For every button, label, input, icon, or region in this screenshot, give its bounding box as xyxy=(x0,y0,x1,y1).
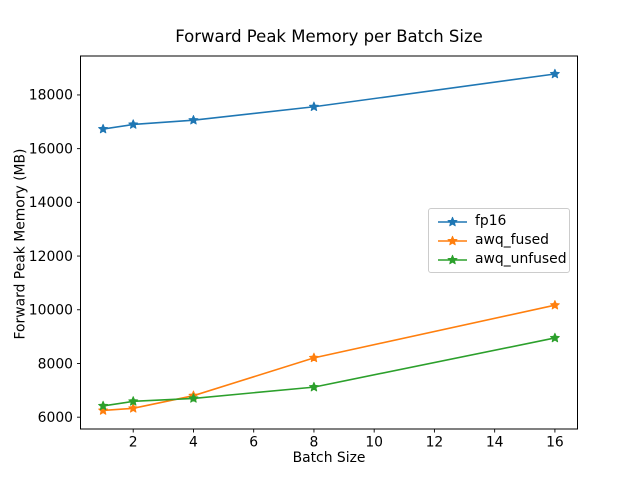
y-tick-label: 14000 xyxy=(29,195,73,211)
series-line-awq_fused xyxy=(102,304,556,412)
marker-star-awq_unfused-batch-16 xyxy=(549,332,560,343)
series-line-awq_unfused xyxy=(102,337,556,407)
marker-star-awq_fused-batch-1 xyxy=(98,405,109,415)
y-tick-label: 12000 xyxy=(29,249,73,265)
marker-star-awq_unfused-batch-1 xyxy=(98,400,109,411)
marker-star-awq_fused-batch-8 xyxy=(308,352,319,363)
legend-sample-line-icon xyxy=(438,216,467,226)
series-line-fp16 xyxy=(102,73,556,130)
chart-title: Forward Peak Memory per Batch Size xyxy=(175,27,483,46)
x-tick-label: 2 xyxy=(129,435,138,451)
marker-star-awq_fused-batch-2 xyxy=(128,403,139,413)
legend-marker-star-awq_fused xyxy=(447,235,458,245)
x-tick-label: 6 xyxy=(249,435,258,451)
x-axis-label: Batch Size xyxy=(292,450,366,466)
marker-star-fp16-batch-8 xyxy=(308,101,319,112)
x-tick-label: 14 xyxy=(486,435,504,451)
y-tick-label: 6000 xyxy=(38,410,73,426)
marker-star-fp16-batch-4 xyxy=(188,114,199,125)
legend-label: awq_fused xyxy=(475,232,549,248)
legend-item-awq_unfused: awq_unfused xyxy=(437,250,567,269)
plot-border xyxy=(80,55,578,430)
legend-marker-star-awq_unfused xyxy=(447,254,458,264)
marker-star-awq_unfused-batch-8 xyxy=(308,381,319,392)
legend-item-fp16: fp16 xyxy=(437,212,561,231)
marker-star-fp16-batch-2 xyxy=(128,119,139,129)
x-tick-label: 12 xyxy=(426,435,444,451)
x-tick-label: 8 xyxy=(310,435,319,451)
x-tick-label: 16 xyxy=(546,435,564,451)
legend-item-awq_fused: awq_fused xyxy=(437,231,561,250)
legend-label: fp16 xyxy=(475,213,507,229)
y-axis-label-text: Forward Peak Memory (MB) xyxy=(12,148,28,340)
y-tick-label: 16000 xyxy=(29,141,73,157)
marker-star-awq_unfused-batch-2 xyxy=(128,396,139,406)
legend-marker-star-fp16 xyxy=(447,216,458,226)
marker-star-fp16-batch-1 xyxy=(98,123,109,134)
x-tick-label: 4 xyxy=(189,435,198,451)
legend-label: awq_unfused xyxy=(475,251,567,267)
x-tick-label: 10 xyxy=(365,435,383,451)
y-tick-label: 8000 xyxy=(38,356,73,372)
y-tick-label: 10000 xyxy=(29,303,73,319)
marker-star-awq_unfused-batch-4 xyxy=(188,393,199,403)
legend-sample-line-icon xyxy=(438,254,467,264)
y-tick-label: 18000 xyxy=(29,88,73,104)
marker-star-awq_fused-batch-16 xyxy=(549,299,560,310)
legend: fp16 awq_fused awq_unfused xyxy=(428,208,570,273)
marker-star-fp16-batch-16 xyxy=(549,68,560,79)
legend-sample-line-icon xyxy=(438,235,467,245)
